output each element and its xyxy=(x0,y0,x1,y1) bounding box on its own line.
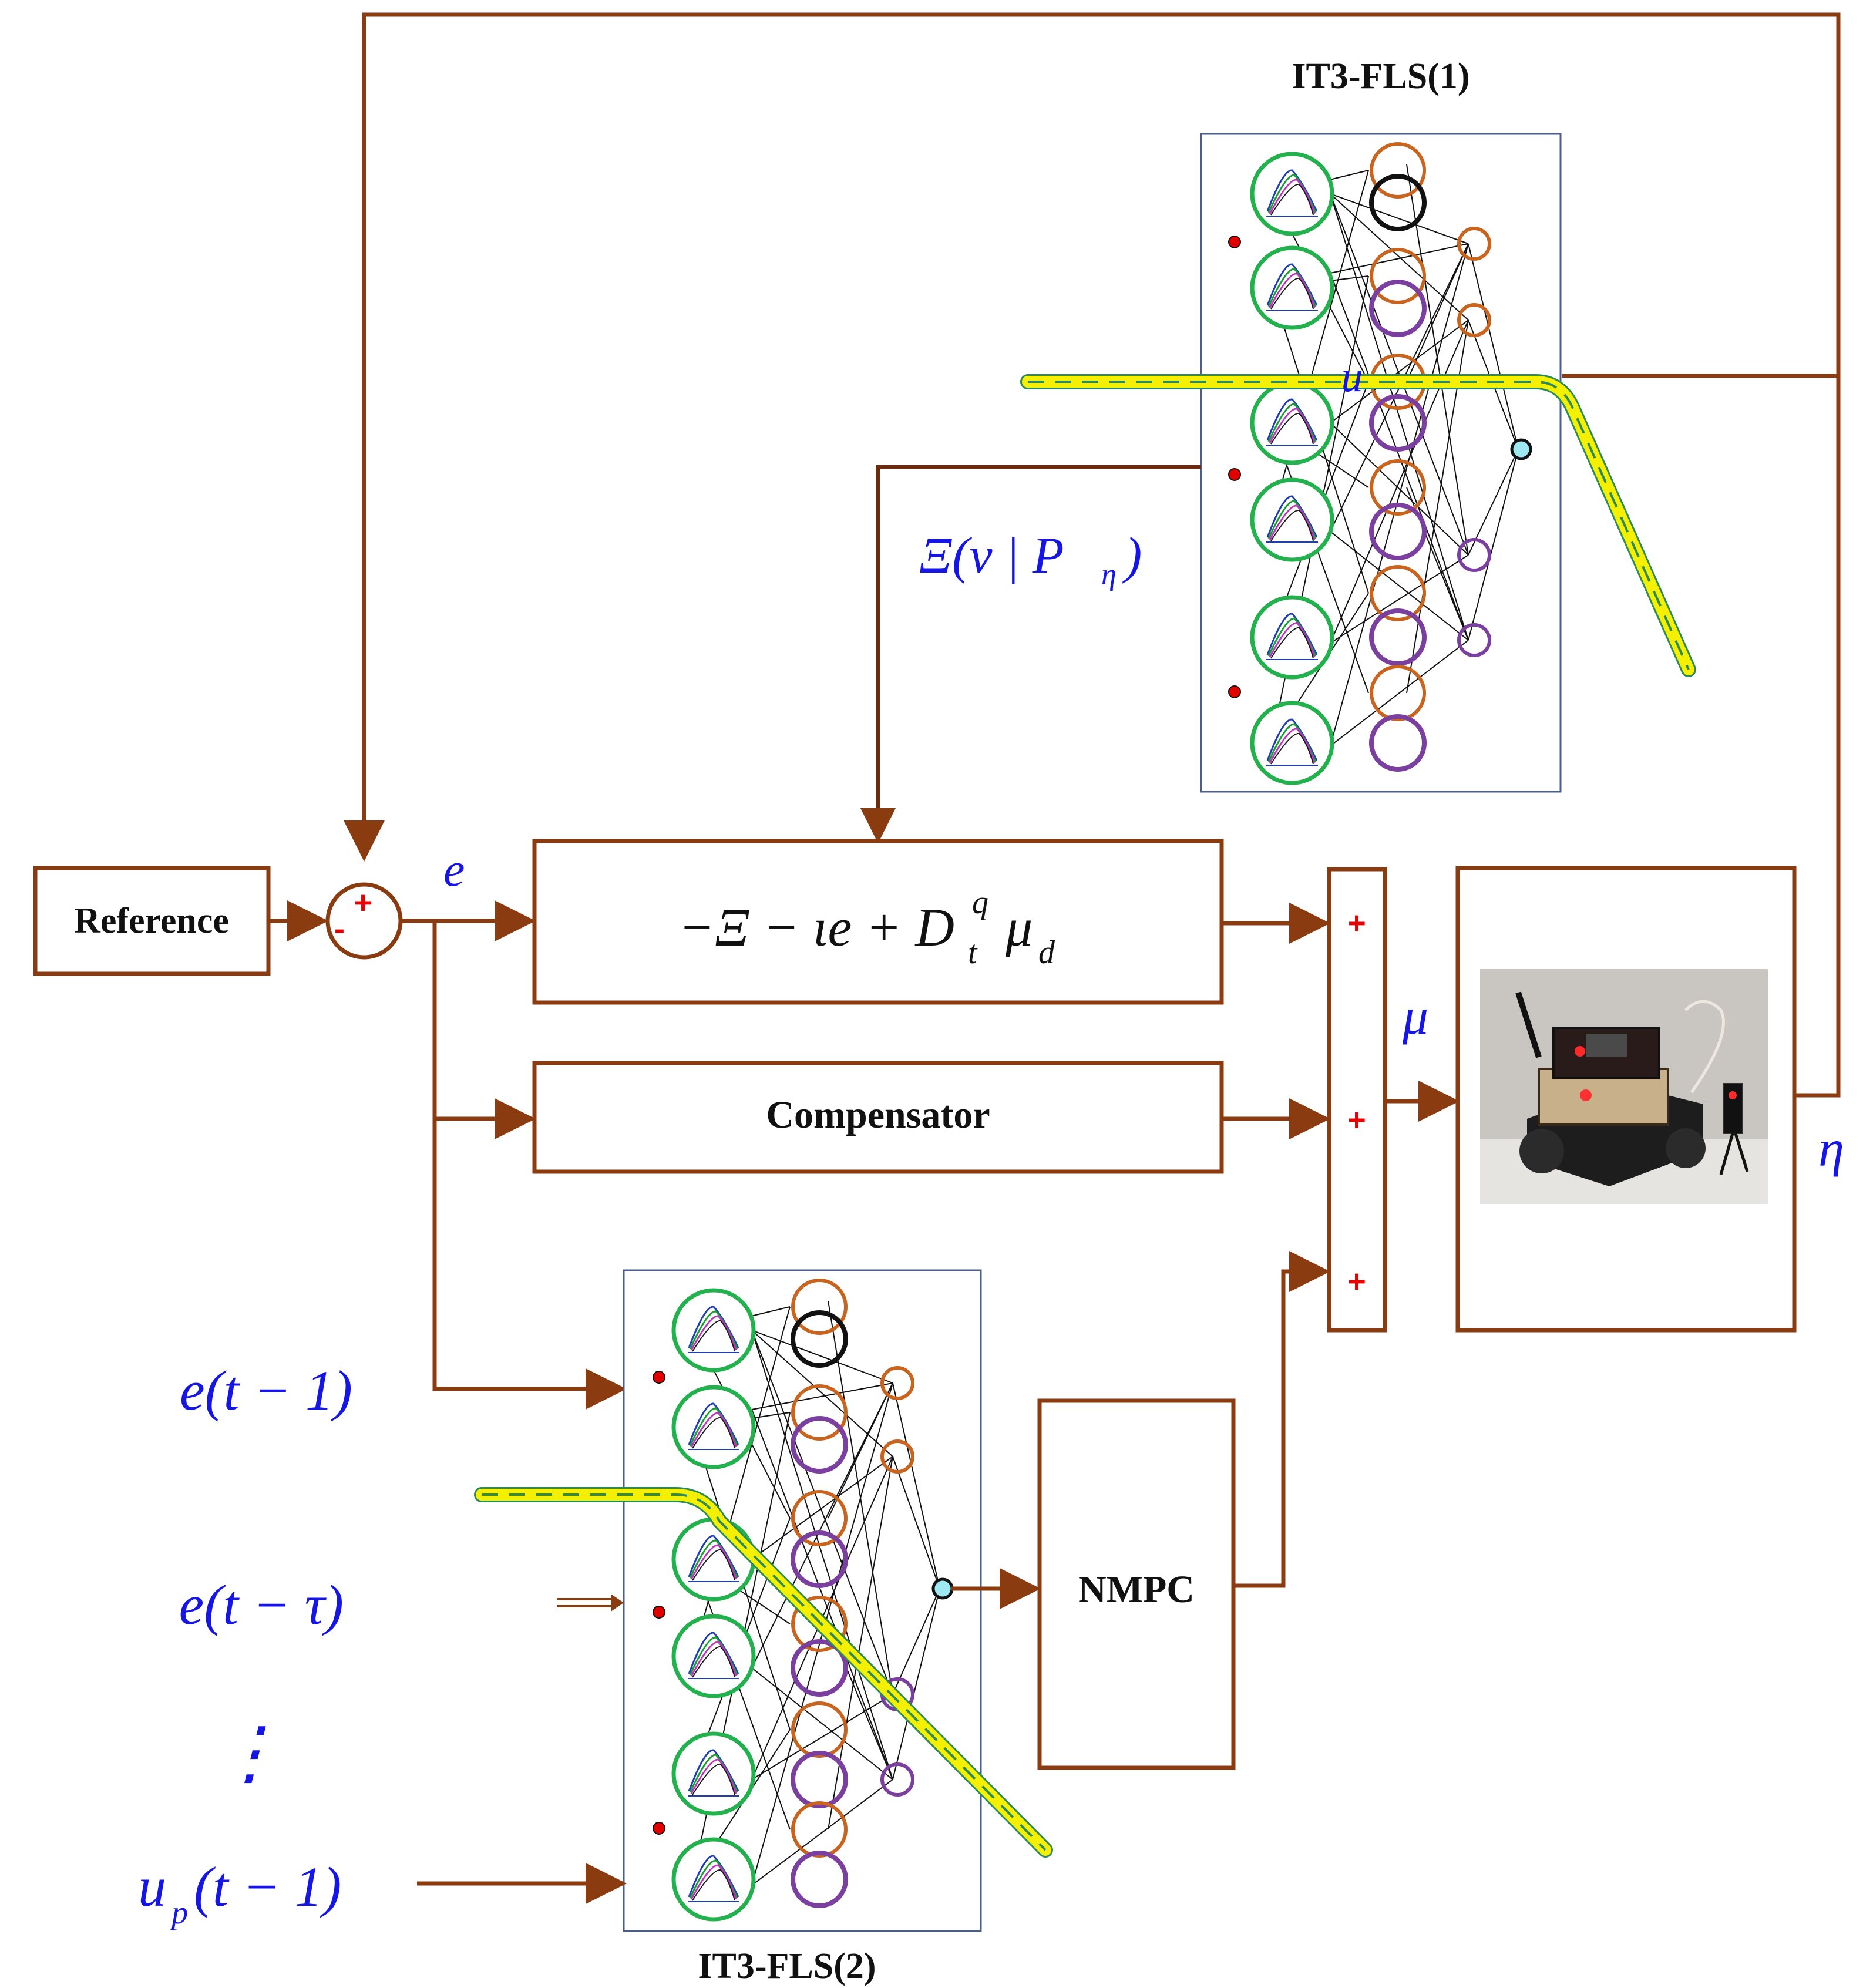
membership-function-icon xyxy=(1252,480,1332,560)
input-label-e-t-minus-tau: e(t − τ) xyxy=(179,1573,344,1636)
error-label: e xyxy=(443,843,465,896)
control-law-expression: −Ξ − ιe + D q t μ d xyxy=(678,884,1055,971)
output-node-icon xyxy=(932,1577,954,1600)
svg-text:): ) xyxy=(1122,527,1142,584)
control-law-block xyxy=(532,839,1224,1005)
membership-function-icon xyxy=(674,1387,754,1467)
input-node-icon xyxy=(1228,468,1241,481)
svg-text:(t − 1): (t − 1) xyxy=(194,1855,341,1918)
input-label-e-t-minus-1: e(t − 1) xyxy=(180,1359,352,1422)
input-node-icon xyxy=(1228,685,1241,698)
plus-sign: + xyxy=(1347,906,1366,941)
svg-text:p: p xyxy=(169,1895,188,1931)
membership-function-icon xyxy=(1252,248,1332,328)
mobile-robot-photo xyxy=(1480,969,1768,1204)
output-node-icon xyxy=(1510,438,1532,460)
plus-sign: + xyxy=(1347,1102,1366,1138)
nmpc-label: NMPC xyxy=(1078,1568,1195,1611)
feedback-wire xyxy=(344,12,1841,1098)
membership-function-icon xyxy=(674,1290,754,1370)
membership-function-icon xyxy=(674,1519,754,1599)
svg-text:Ξ(ν | P: Ξ(ν | P xyxy=(919,527,1064,584)
double-arrow-icon xyxy=(557,1594,624,1612)
fls1-title: IT3-FLS(1) xyxy=(1292,56,1469,96)
compensator-label: Compensator xyxy=(766,1094,990,1136)
input-node-icon xyxy=(653,1606,665,1619)
input-label-up-t-minus-1: u p (t − 1) xyxy=(138,1855,341,1931)
membership-function-icon xyxy=(1252,597,1332,677)
membership-function-icon xyxy=(674,1734,754,1814)
compensator-block xyxy=(532,1061,1224,1174)
membership-function-icon xyxy=(1252,154,1332,234)
svg-text:d: d xyxy=(1038,934,1055,971)
control-signal-label: μ xyxy=(1402,988,1428,1045)
nmpc-block xyxy=(1037,1398,1236,1770)
minus-sign: - xyxy=(334,911,345,947)
reference-label: Reference xyxy=(74,901,229,941)
membership-function-icon xyxy=(674,1616,754,1696)
plus-sign: + xyxy=(1347,1264,1366,1299)
svg-text:q: q xyxy=(972,884,988,921)
membership-function-icon xyxy=(1252,383,1332,463)
svg-text:u: u xyxy=(138,1855,166,1918)
vertical-ellipsis: ⋮ xyxy=(214,1714,285,1792)
membership-function-icon xyxy=(1252,703,1332,783)
xi-label: Ξ(ν | P η ) xyxy=(919,527,1142,591)
svg-text:−Ξ − ιe + D: −Ξ − ιe + D xyxy=(678,897,954,957)
xi-wire xyxy=(860,465,1201,843)
svg-text:μ: μ xyxy=(1005,897,1033,957)
input-node-icon xyxy=(653,1822,665,1835)
it3-fls-1: IT3-FLS(1) xyxy=(1200,56,1562,793)
it3-fls-2: IT3-FLS(2) xyxy=(623,1269,982,1986)
svg-text:t: t xyxy=(968,934,978,971)
fls2-title: IT3-FLS(2) xyxy=(698,1946,876,1986)
reference-block xyxy=(33,866,271,976)
input-node-icon xyxy=(653,1371,665,1384)
plus-sign: + xyxy=(354,885,372,920)
output-label: η xyxy=(1818,1121,1844,1178)
fls1-output-label: u xyxy=(1341,353,1363,401)
membership-function-icon xyxy=(674,1839,754,1919)
input-node-icon xyxy=(1228,236,1241,248)
adder-block xyxy=(1327,867,1387,1333)
svg-text:η: η xyxy=(1101,558,1117,591)
